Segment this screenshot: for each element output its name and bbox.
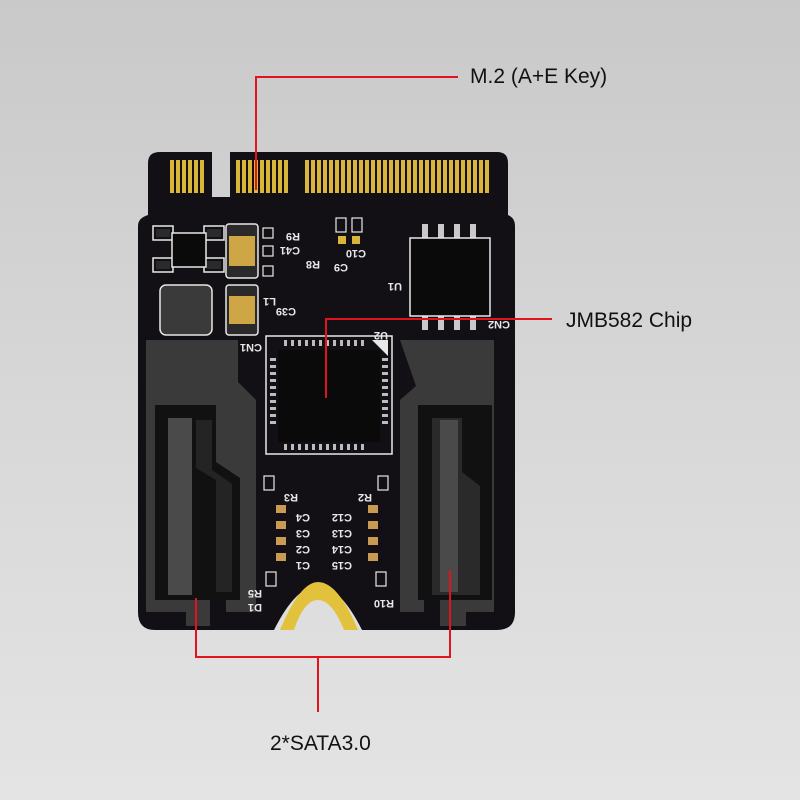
u1-eeprom-chip	[409, 224, 491, 330]
silk-c39: C39	[276, 305, 296, 317]
silk-c10: C10	[346, 247, 366, 259]
silk-c14: C14	[331, 543, 352, 555]
silk-c13: C13	[332, 527, 352, 539]
silk-r8: R8	[306, 258, 320, 270]
silk-r10: R10	[374, 597, 394, 609]
silk-c3: C3	[296, 527, 310, 539]
silk-r9: R9	[286, 230, 300, 242]
m2-callout-line	[255, 76, 458, 190]
u2-jmb582-chip	[265, 335, 393, 455]
silk-c41: C41	[280, 244, 300, 256]
top-left-components	[152, 223, 274, 336]
silk-c12: C12	[332, 511, 352, 523]
sata-callout-line	[195, 570, 451, 658]
chip-callout-line	[325, 318, 552, 398]
sata-connector-left	[146, 340, 256, 626]
silk-d1: D1	[248, 601, 262, 613]
silk-r5: R5	[248, 587, 262, 599]
silk-c1: C1	[296, 559, 310, 571]
c10-c9-capacitors	[335, 217, 363, 244]
bottom-middle-components	[263, 475, 389, 587]
silkscreen-labels: R9 C41 R8 C10 C9 U1 L1 C39 CN1 U2 CN2 R3…	[240, 230, 510, 613]
chip-callout-label: JMB582 Chip	[566, 309, 693, 332]
silk-c4: C4	[295, 511, 310, 523]
edge-connector-fingers	[170, 160, 489, 193]
callout-lines	[195, 76, 552, 712]
sata-connector-right	[400, 340, 494, 626]
silk-r3: R3	[284, 491, 298, 503]
silk-cn2: CN2	[488, 318, 510, 330]
silk-c15: C15	[332, 559, 352, 571]
silk-c2: C2	[296, 543, 310, 555]
sata-callout-label: 2*SATA3.0	[270, 732, 371, 755]
mounting-notch	[280, 582, 358, 630]
silk-u2: U2	[374, 329, 388, 341]
silk-l1: L1	[263, 295, 276, 307]
silk-u1: U1	[388, 280, 402, 292]
silk-c9: C9	[334, 261, 348, 273]
m2-key-callout-label: M.2 (A+E Key)	[470, 65, 608, 88]
silk-r2: R2	[358, 491, 372, 503]
silk-cn1: CN1	[240, 341, 262, 353]
